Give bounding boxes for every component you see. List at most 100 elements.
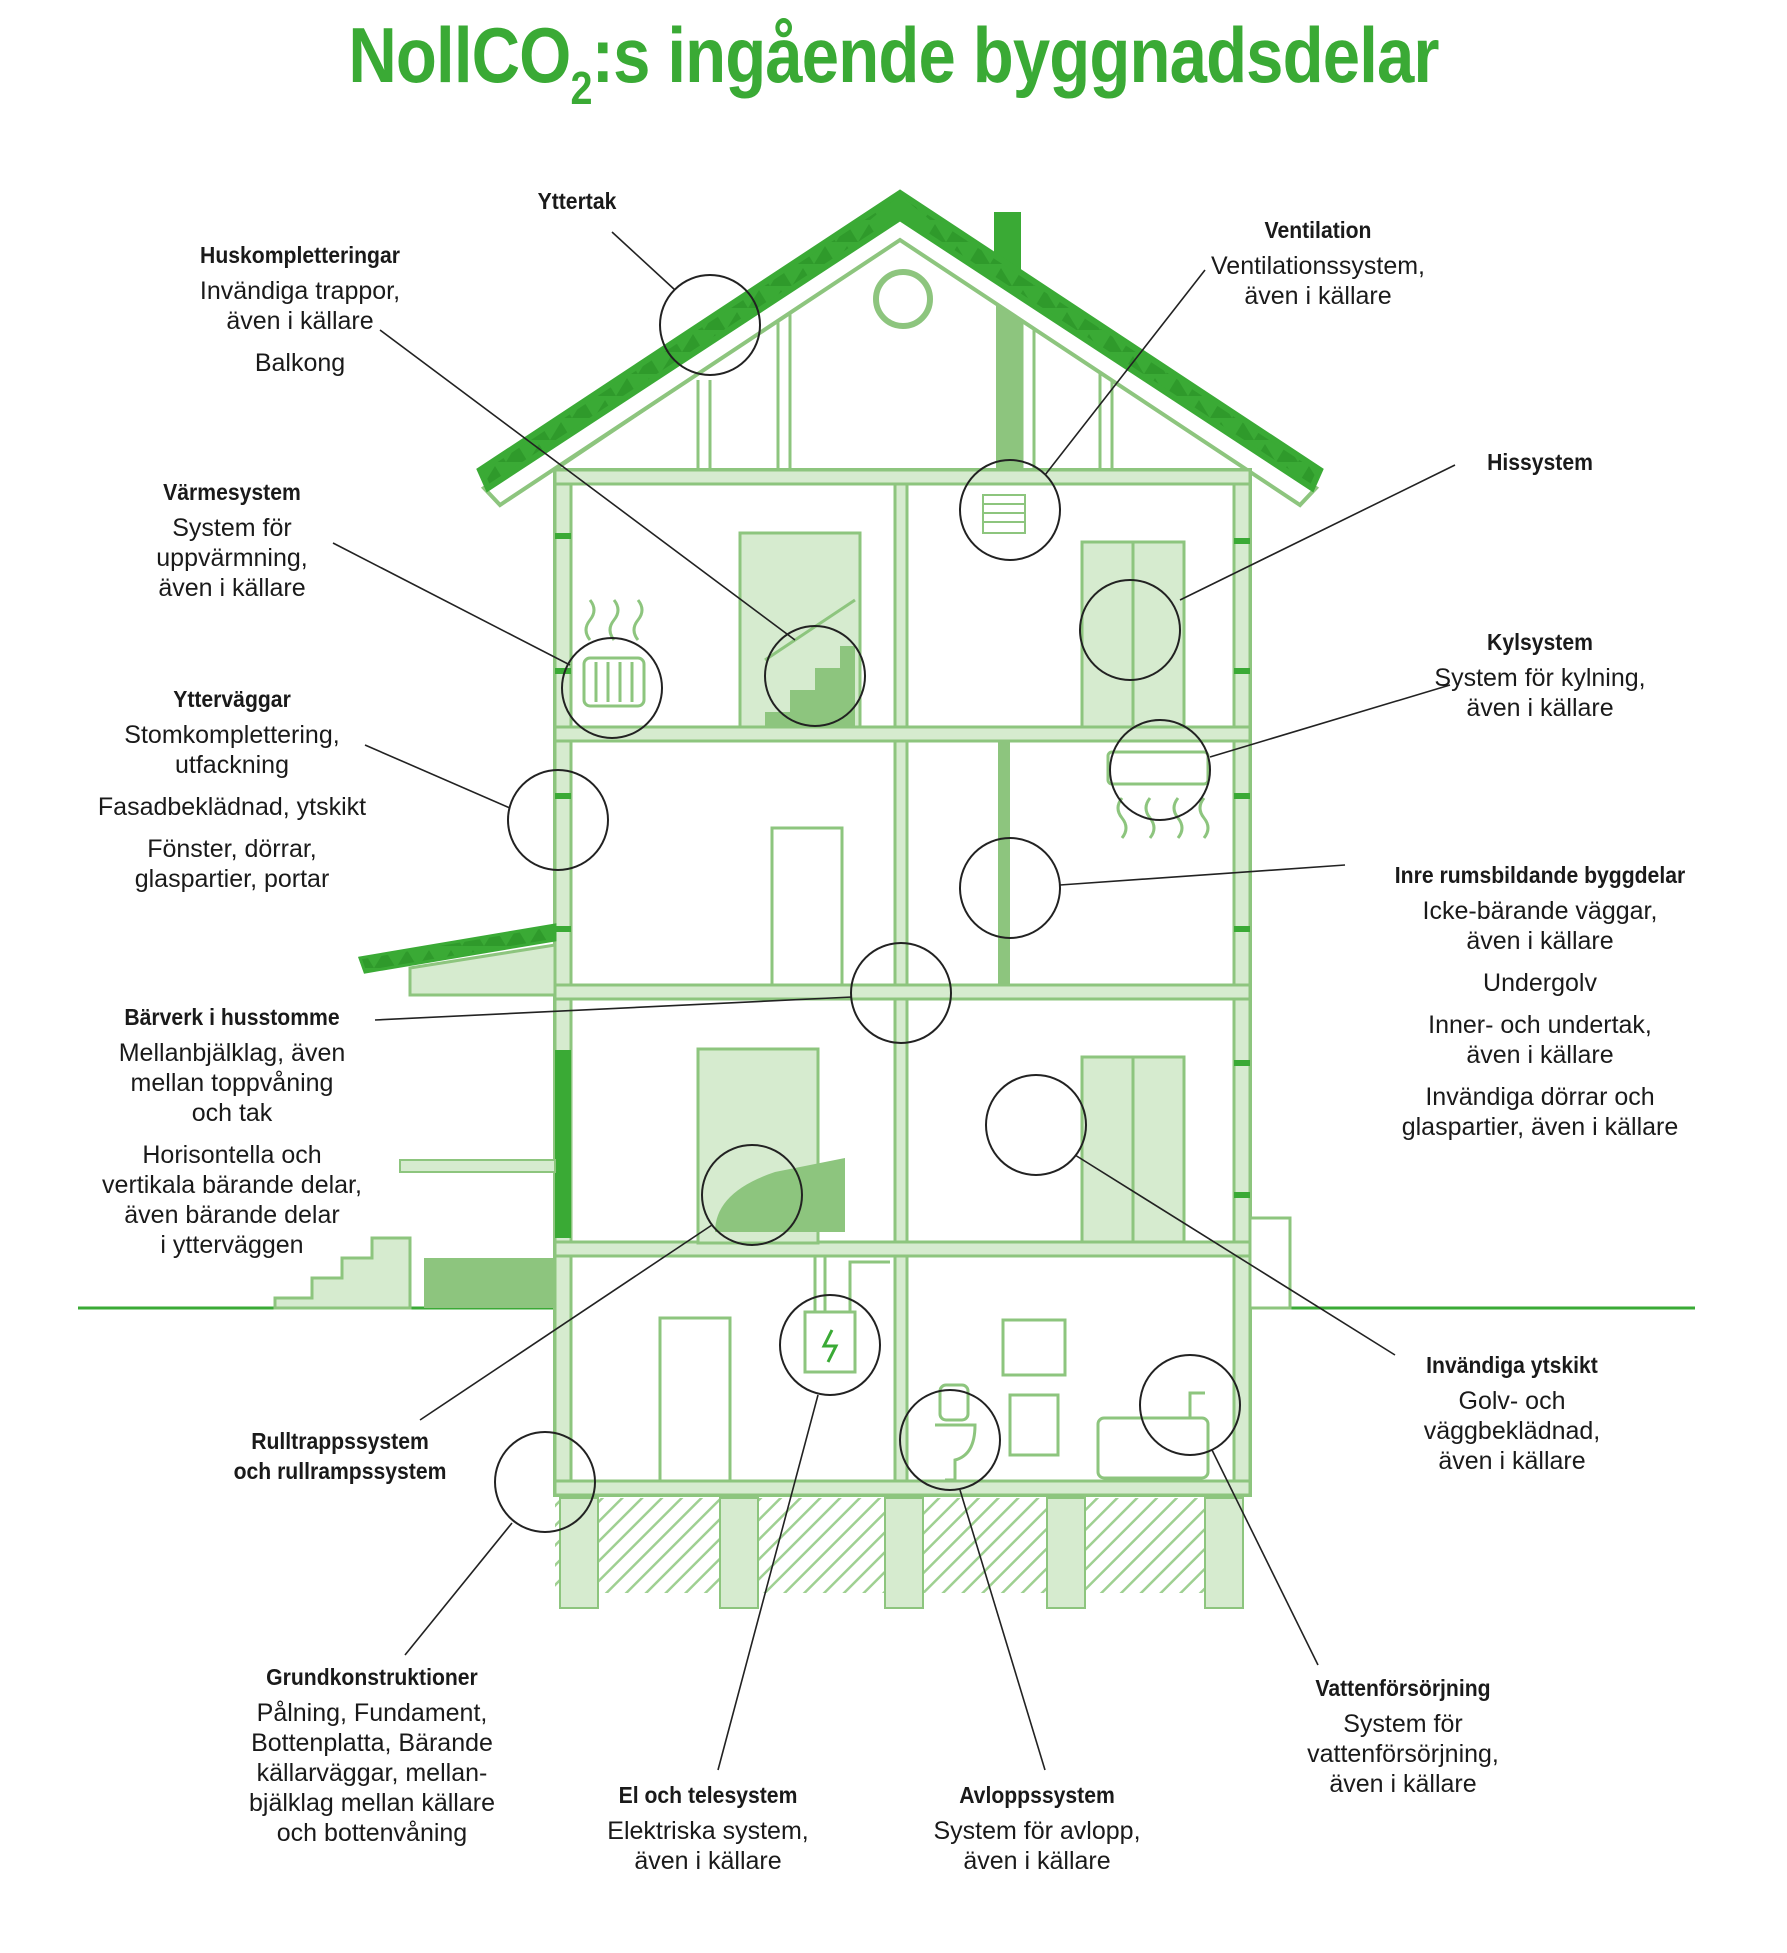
label-ventilation-heading: Ventilation [1264,217,1372,243]
label-invandiga-heading: Invändiga ytskikt [1426,1352,1598,1378]
label-huskompletteringar-line: Balkong [254,349,346,377]
label-rulltrapp: Rulltrappssystem och rullrampssystem [224,1426,455,1492]
label-invandiga-line: även i källare [1438,1447,1586,1475]
label-inre-line: Icke-bärande väggar, [1422,897,1658,925]
label-yttertak-heading: Yttertak [537,188,617,214]
label-kylsystem-line: System för kylning, [1434,664,1646,692]
outdoor-steps [273,1236,412,1310]
label-huskompletteringar: Huskompletteringar Invändiga trappor, äv… [191,240,408,378]
ac-unit-icon [1106,750,1210,839]
label-inre-line: Undergolv [1483,969,1597,997]
label-avlopp-line: System för avlopp, [933,1817,1141,1845]
label-yttervaggar-line: Fasadbeklädnad, ytskikt [97,793,367,821]
label-ventilation-line: Ventilationssystem, [1211,252,1425,280]
label-yttervaggar-line: utfackning [175,751,289,779]
label-inre-heading: Inre rumsbildande byggdelar [1394,862,1686,888]
label-inre-line: även i källare [1466,1041,1614,1069]
label-invandiga: Invändiga ytskikt Golv- och väggbeklädna… [1419,1350,1606,1476]
label-ventilation-line: även i källare [1244,282,1392,310]
label-rulltrapp-heading: Rulltrappssystem och rullrampssystem [233,1428,447,1484]
label-inre-line: Invändiga dörrar och [1425,1083,1655,1111]
label-inre: Inre rumsbildande byggdelar Icke-bärande… [1382,860,1698,1142]
bathroom-fixtures [935,1318,1210,1482]
label-vatten-heading: Vattenförsörjning [1315,1675,1491,1701]
label-vatten-line: vattenförsörjning, [1307,1740,1499,1768]
electrical-cabinet [803,1256,890,1374]
label-yttervaggar: Ytterväggar Stomkomplettering, utfacknin… [98,684,366,894]
attic-window [873,269,933,329]
roof-underlay [480,209,1320,508]
label-varmesystem-line: även i källare [158,574,306,602]
label-barverk: Bärverk i husstomme Mellanbjälklag, även… [102,1002,362,1260]
label-varmesystem: Värmesystem System för uppvärmning, även… [156,477,307,603]
label-barverk-line: vertikala bärande delar, [102,1171,362,1199]
label-invandiga-line: väggbeklädnad, [1423,1417,1601,1445]
label-huskompletteringar-line: även i källare [226,307,374,335]
label-el: El och telesystem Elektriska system, äve… [607,1780,808,1876]
label-yttervaggar-line: Fönster, dörrar, [147,835,317,863]
label-vatten-line: även i källare [1329,1770,1477,1798]
label-yttervaggar-heading: Ytterväggar [173,686,291,712]
balcony-rail [399,1159,556,1173]
label-barverk-heading: Bärverk i husstomme [124,1004,340,1030]
label-barverk-line: och tak [191,1099,273,1127]
callout-circles [494,274,1241,1533]
label-invandiga-line: Golv- och [1458,1387,1566,1415]
label-barverk-line: även bärande delar [124,1201,340,1229]
label-kylsystem: Kylsystem System för kylning, även i käl… [1434,627,1645,723]
label-hissystem: Hissystem [1482,447,1597,483]
foundation-piles [559,1497,1244,1609]
label-ventilation: Ventilation Ventilationssystem, även i k… [1211,215,1425,311]
label-avlopp-heading: Avloppssystem [959,1782,1115,1808]
label-kylsystem-heading: Kylsystem [1487,629,1593,655]
label-grund-heading: Grundkonstruktioner [266,1664,478,1690]
label-grund: Grundkonstruktioner Pålning, Fundament, … [249,1662,495,1848]
label-huskompletteringar-line: Invändiga trappor, [199,277,401,305]
label-grund-line: Pålning, Fundament, [256,1699,488,1727]
label-vatten: Vattenförsörjning System för vattenförsö… [1307,1673,1499,1799]
label-vatten-line: System för [1343,1710,1463,1738]
label-grund-line: Bottenplatta, Bärande [251,1729,493,1757]
label-inre-line: glaspartier, även i källare [1401,1113,1679,1141]
label-el-heading: El och telesystem [618,1782,798,1808]
elevators [1080,540,1186,1244]
label-barverk-line: i ytterväggen [160,1231,304,1259]
interior-wall [998,741,1010,985]
label-varmesystem-line: System för [172,514,292,542]
label-yttervaggar-line: glaspartier, portar [134,865,330,893]
diagram-title: NollCO2:s ingående byggnadsdelar [348,11,1439,114]
leader-lines [332,231,1456,1771]
vent-grille [982,494,1026,534]
escalator-ramp [715,1158,845,1232]
label-el-line: även i källare [634,1847,782,1875]
central-columns [893,482,909,1483]
stair-rail [764,598,856,662]
label-grund-line: källarväggar, mellan- [256,1759,488,1787]
label-barverk-line: Horisontella och [142,1141,322,1169]
roof-ridge-sawtooth [870,195,930,220]
label-inre-line: även i källare [1466,927,1614,955]
label-barverk-line: mellan toppvåning [130,1069,334,1097]
label-yttervaggar-line: Stomkomplettering, [124,721,340,749]
label-barverk-line: Mellanbjälklag, även [118,1039,346,1067]
canopy [357,923,557,974]
radiator-icon [582,599,646,708]
label-varmesystem-line: uppvärmning, [156,544,308,572]
left-wall [553,468,573,1497]
label-avlopp-line: även i källare [963,1847,1111,1875]
label-yttertak: Yttertak [534,186,620,222]
basement-block [424,1258,555,1308]
label-inre-line: Inner- och undertak, [1428,1011,1652,1039]
label-grund-line: bjälklag mellan källare [249,1789,495,1817]
label-avlopp: Avloppssystem System för avlopp, även i … [933,1780,1140,1876]
doors [658,531,862,1483]
label-grund-line: och bottenvåning [276,1819,468,1847]
right-wall [1232,468,1252,1497]
label-varmesystem-heading: Värmesystem [163,479,301,505]
attic-studs [696,306,1114,470]
canopy-slab [408,943,557,997]
label-huskompletteringar-heading: Huskompletteringar [200,242,400,268]
label-el-line: Elektriska system, [607,1817,809,1845]
right-shed [1248,1216,1292,1310]
